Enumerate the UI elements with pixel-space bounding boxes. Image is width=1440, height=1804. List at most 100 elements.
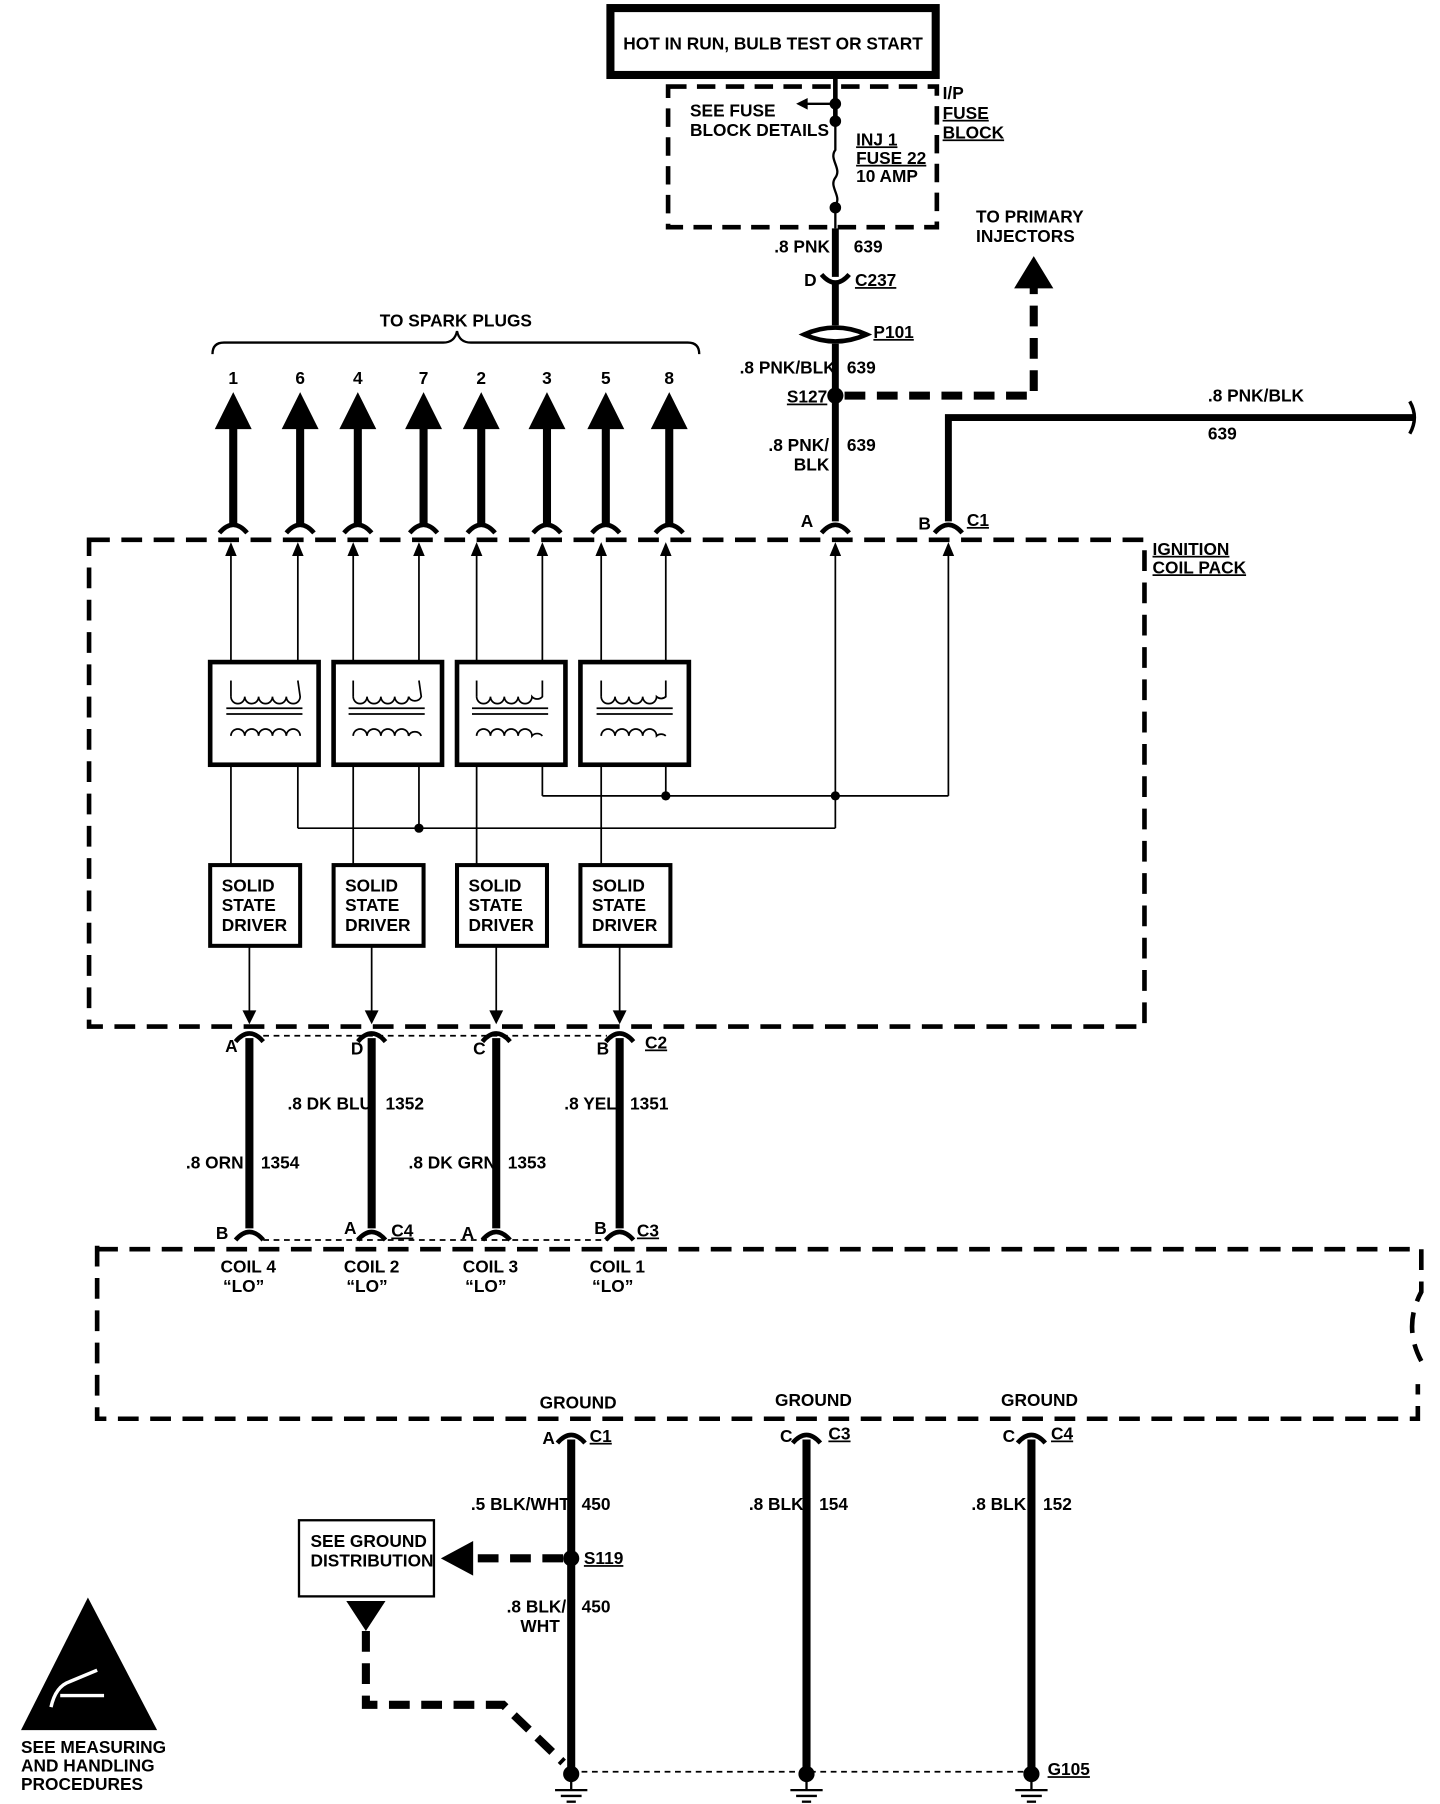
connector-pin-label: D: [804, 270, 817, 290]
splice-id-label: S119: [584, 1548, 623, 1568]
arrow-down-icon: [346, 1600, 386, 1631]
spark-plug-number: 2: [476, 368, 486, 388]
wire-circuit-label: 1351: [630, 1094, 669, 1114]
driver-label: STATE: [345, 895, 399, 915]
ecm-box: B A C4 A B C3 COIL 4 “LO” COIL 2 “LO” CO…: [94, 1218, 1424, 1422]
c1-pin-b-connector: [932, 522, 964, 535]
wire-circuit-label: 152: [1043, 1494, 1072, 1514]
spark-plug-lead-8: [650, 392, 688, 535]
lead-arrowheads: [225, 542, 955, 556]
ground-distribution-label: SEE GROUND: [311, 1531, 427, 1551]
wire-gauge-label: .8 BLK: [971, 1494, 1026, 1514]
connector-id-label: C1: [967, 510, 989, 530]
ground-distribution-label: DISTRIBUTION: [311, 1550, 434, 1570]
feed-circuit: .8 PNK 639 D C237 P101 .8 PNK/BLK 639 S1…: [740, 207, 1417, 522]
driver-label: SOLID: [222, 876, 275, 896]
connector-pin-label: A: [344, 1218, 357, 1238]
wire-circuit-label: 639: [1208, 423, 1237, 443]
connector-id-label: C3: [637, 1221, 659, 1241]
connector-pin-label: A: [542, 1428, 555, 1448]
coil-lo-label: “LO”: [223, 1276, 264, 1296]
splice-id-label: S127: [787, 387, 827, 407]
spark-plug-lead-3: [528, 392, 566, 535]
esd-note: SEE MEASURING: [21, 1737, 166, 1757]
wire-gauge-label: .5 BLK/WHT: [471, 1494, 570, 1514]
coil-lo-label: “LO”: [465, 1276, 506, 1296]
injectors-label: TO PRIMARY: [976, 207, 1084, 227]
coil-lo-label: “LO”: [592, 1276, 633, 1296]
wire-circuit-label: 1352: [385, 1094, 423, 1114]
fuse-block-title: FUSE: [943, 103, 989, 123]
spark-plug-number: 7: [419, 368, 429, 388]
coil-control-wires: A D C B C2 .8 ORN 1354 .8 DK BLU 1352 .8…: [186, 1031, 669, 1229]
coil-pack-title: IGNITION: [1153, 539, 1230, 559]
spark-plug-lead-1: [214, 392, 252, 535]
ground-symbol-icon: [1015, 1765, 1048, 1803]
spark-plug-number: 8: [664, 368, 674, 388]
power-source-box: HOT IN RUN, BULB TEST OR START: [606, 4, 940, 80]
coil-transformer: [578, 659, 692, 768]
ground-symbol-icon: [555, 1765, 588, 1803]
coil-lo-label: COIL 1: [590, 1256, 646, 1276]
connector-id-label: C1: [590, 1426, 612, 1446]
spark-plug-lead-7: [405, 392, 443, 535]
ground-circuits: A C1 C C3 C C4 .5 BLK/WHT 450 .8 BLK 154…: [297, 1424, 1090, 1803]
coil-lo-label: COIL 2: [344, 1256, 399, 1276]
connector-pin-label: B: [597, 1038, 610, 1058]
s119-splice: [563, 1550, 580, 1567]
spark-plug-number: 5: [601, 368, 611, 388]
connector-id-label: C3: [828, 1424, 850, 1444]
connector-id-label: C4: [391, 1221, 413, 1241]
wire-gauge-label: WHT: [520, 1616, 560, 1636]
wire-circuit-label: 1354: [261, 1152, 300, 1172]
wire-gauge-label: .8 PNK/BLK: [740, 358, 837, 378]
connector-pin-label: C: [780, 1426, 793, 1446]
wire-circuit-label: 1353: [508, 1152, 546, 1172]
coil-lo-label: COIL 4: [221, 1256, 277, 1276]
fuse-label: INJ 1: [856, 129, 898, 149]
esd-note: AND HANDLING: [21, 1756, 155, 1776]
wire-gauge-label: .8 BLK: [749, 1494, 804, 1514]
coil-transformer: [207, 659, 321, 768]
connector-pin-label: B: [918, 513, 931, 533]
arrow-up-icon: [1014, 256, 1054, 289]
spark-plug-lead-2: [462, 392, 500, 535]
coil-pack-title: COIL PACK: [1153, 557, 1247, 577]
coil-transformer: [454, 659, 568, 768]
driver-label: DRIVER: [469, 915, 535, 935]
driver-label: SOLID: [592, 876, 645, 896]
wire-circuit-label: 450: [582, 1494, 611, 1514]
spark-plug-lead-5: [587, 392, 625, 535]
wire-circuit-label: 639: [847, 435, 876, 455]
spark-plug-number: 4: [353, 368, 363, 388]
connector-pin-label: D: [351, 1038, 364, 1058]
power-source-label: HOT IN RUN, BULB TEST OR START: [623, 34, 923, 54]
brace-icon: [211, 330, 701, 355]
esd-note: PROCEDURES: [21, 1774, 143, 1794]
wire-gauge-label: .8 DK BLU: [287, 1094, 372, 1114]
fuse-block-note: SEE FUSE: [690, 100, 776, 120]
wire-circuit-label: 450: [582, 1597, 611, 1617]
fuse-block-title: I/P: [943, 83, 964, 103]
driver-label: STATE: [469, 895, 523, 915]
wire-gauge-label: .8 YEL: [564, 1094, 617, 1114]
esd-warning-icon: [21, 1597, 158, 1731]
ground-label: GROUND: [1001, 1390, 1078, 1410]
driver-label: DRIVER: [345, 915, 411, 935]
wire-gauge-label: .8 PNK/: [768, 435, 829, 455]
injectors-label: INJECTORS: [976, 226, 1075, 246]
connector-pin-label: C: [1003, 1426, 1016, 1446]
fuse-block-note: BLOCK DETAILS: [690, 120, 829, 140]
c237-connector-icon: [819, 272, 851, 285]
driver-label: DRIVER: [592, 915, 658, 935]
connector-pin-label: A: [225, 1036, 238, 1056]
solid-state-driver: SOLID STATE DRIVER: [454, 863, 550, 948]
connector-id-label: C237: [855, 270, 896, 290]
solid-state-driver: SOLID STATE DRIVER: [578, 863, 673, 948]
ground-label: GROUND: [775, 1390, 852, 1410]
driver-label: STATE: [592, 895, 646, 915]
connector-pin-label: A: [462, 1223, 475, 1243]
driver-label: STATE: [222, 895, 276, 915]
s127-splice: [827, 387, 844, 404]
coil-lo-label: “LO”: [346, 1276, 387, 1296]
